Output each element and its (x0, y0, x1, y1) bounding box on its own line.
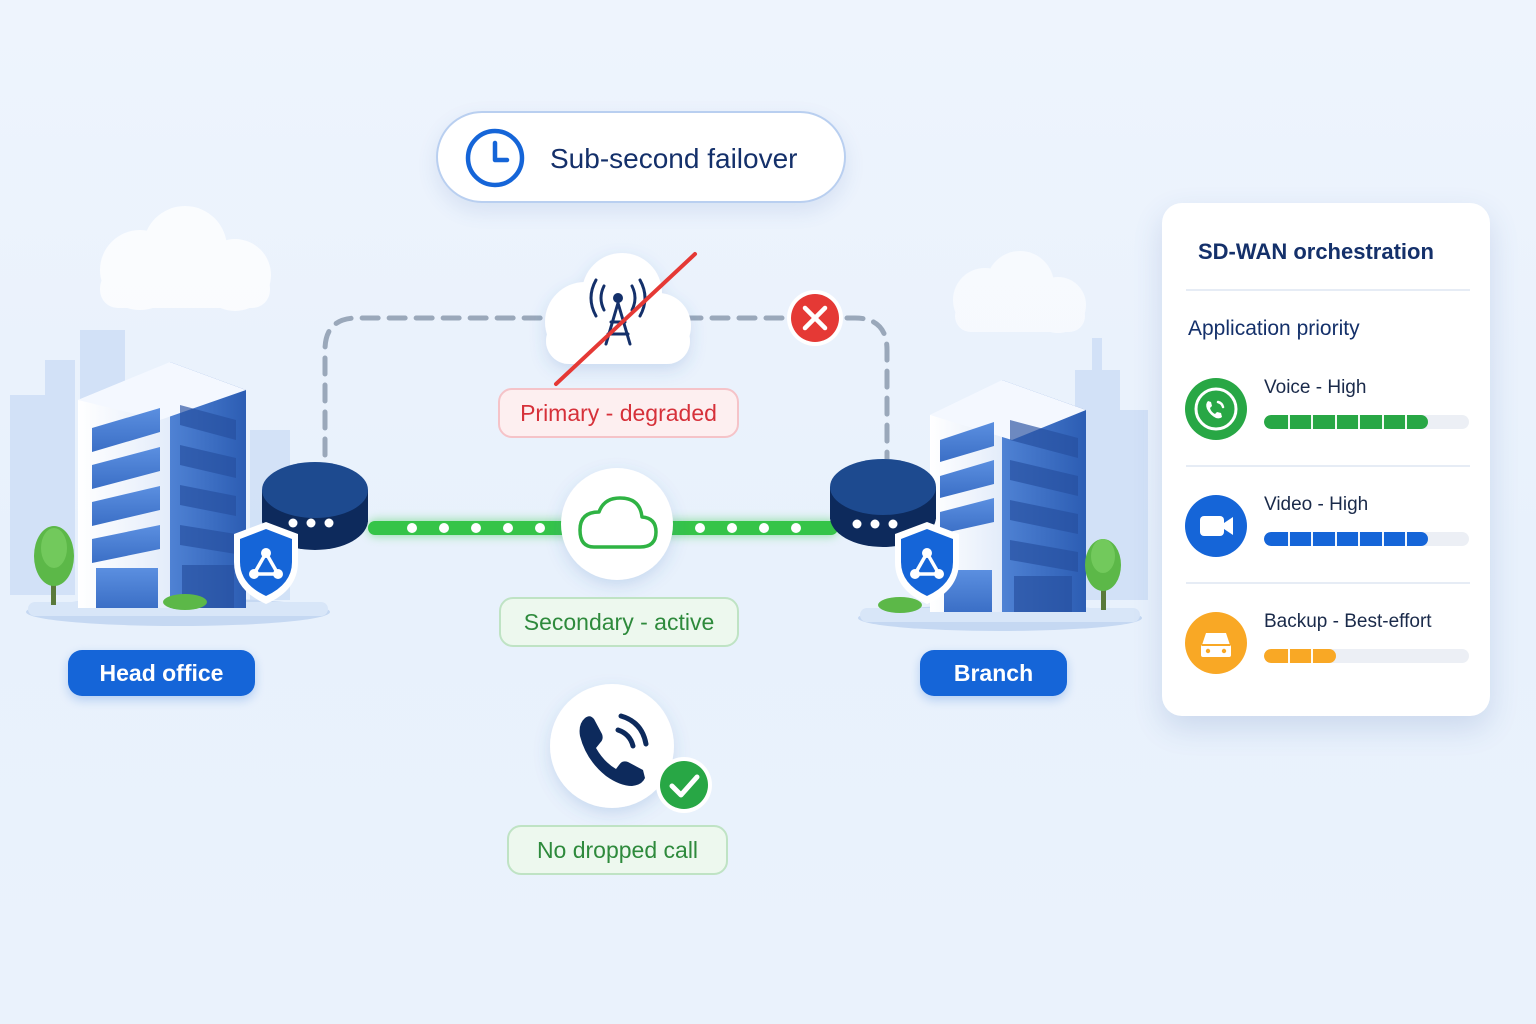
panel-title: SD-WAN orchestration (1198, 239, 1434, 264)
priority-bar (1264, 649, 1469, 663)
video-camera-icon (1184, 494, 1248, 558)
app-label: Backup - Best-effort (1264, 611, 1432, 632)
priority-bar-segment-divider (1405, 532, 1407, 546)
router-branch (830, 459, 936, 547)
panel-divider (1186, 465, 1470, 467)
priority-bar-segment-divider (1405, 415, 1407, 429)
priority-bar-segment-divider (1358, 415, 1360, 429)
priority-bar-fill (1264, 415, 1428, 429)
call-status-badge: No dropped call (507, 825, 728, 875)
background-cloud-left (100, 206, 271, 311)
priority-bar (1264, 532, 1469, 546)
storage-drive-icon (1184, 611, 1248, 675)
check-icon (656, 757, 712, 813)
priority-bar-segment-divider (1311, 532, 1313, 546)
priority-bar-segment-divider (1287, 649, 1290, 663)
branch-label: Branch (920, 650, 1067, 696)
head-office-label: Head office (68, 650, 255, 696)
priority-bar-segment-divider (1311, 415, 1313, 429)
head-office-building (26, 362, 330, 626)
priority-bar-segment-divider (1358, 532, 1360, 546)
page-title: Sub-second failover (550, 143, 798, 174)
phone-icon (1184, 377, 1248, 441)
priority-bar-segment-divider (1311, 649, 1313, 663)
priority-bar-fill (1264, 649, 1336, 663)
primary-cloud (545, 253, 691, 364)
security-shield-icon (234, 522, 298, 604)
phone-call-icon (550, 684, 674, 808)
secondary-status-badge: Secondary - active (499, 597, 739, 647)
app-priority-row-backup: Backup - Best-effort (1184, 611, 1474, 681)
clock-icon (465, 128, 525, 188)
panel-divider (1186, 582, 1470, 584)
security-shield-icon (895, 522, 959, 604)
priority-bar (1264, 415, 1469, 429)
app-label: Video - High (1264, 494, 1369, 515)
panel-subtitle: Application priority (1188, 317, 1360, 340)
priority-bar-segment-divider (1287, 415, 1290, 429)
priority-bar-segment-divider (1287, 532, 1290, 546)
priority-bar-segment-divider (1381, 415, 1384, 429)
priority-bar-segment-divider (1381, 532, 1384, 546)
primary-status-badge: Primary - degraded (498, 388, 739, 438)
background-cloud-right (953, 251, 1086, 333)
sd-wan-orchestration-panel: SD-WAN orchestration Application priorit… (1162, 203, 1490, 716)
priority-bar-segment-divider (1334, 532, 1337, 546)
app-priority-row-video: Video - High (1184, 494, 1474, 564)
app-priority-row-voice: Voice - High (1184, 377, 1474, 447)
panel-divider (1186, 289, 1470, 291)
cloud-icon (561, 468, 673, 580)
degraded-strike-line (554, 252, 697, 386)
primary-link-path (322, 315, 890, 468)
app-label: Voice - High (1264, 377, 1367, 398)
error-x-icon (787, 290, 843, 346)
priority-bar-segment-divider (1334, 415, 1337, 429)
failover-title-pill: Sub-second failover (436, 111, 846, 203)
priority-bar-fill (1264, 532, 1428, 546)
